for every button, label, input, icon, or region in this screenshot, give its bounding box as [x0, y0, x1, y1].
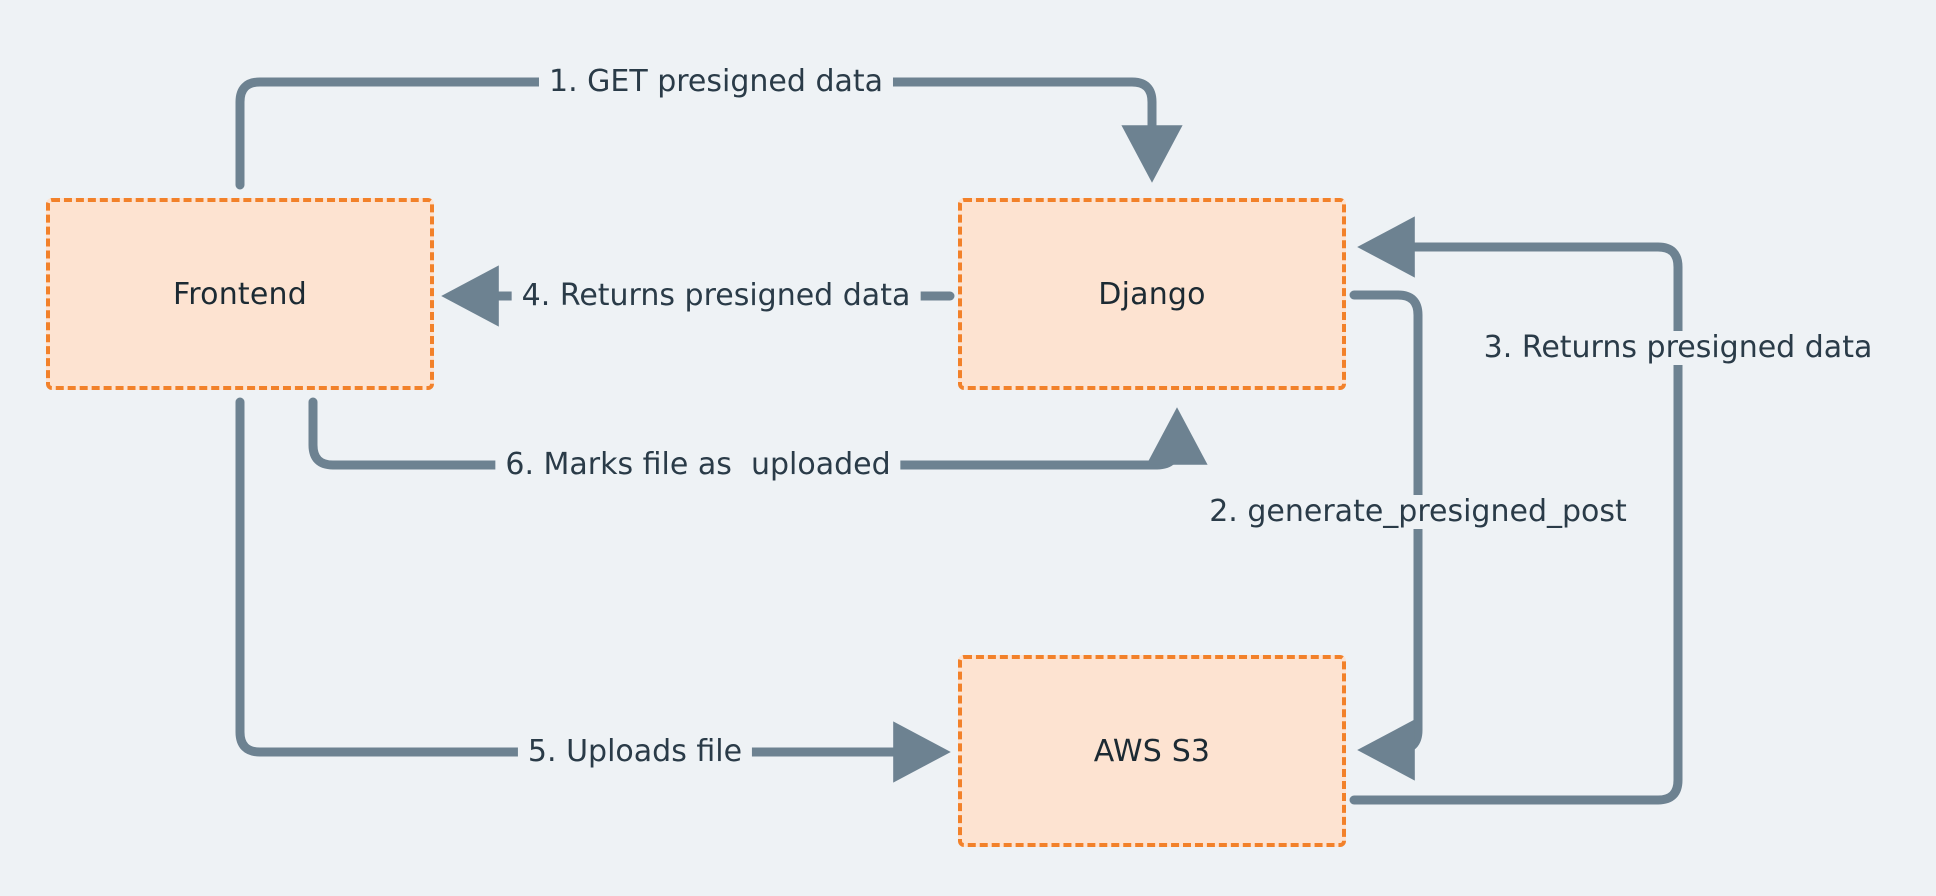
node-django-label: Django: [1098, 276, 1206, 312]
edge-label-step4: 4. Returns presigned data: [511, 279, 921, 313]
edge-label-step1: 1. GET presigned data: [538, 65, 894, 99]
edge-label-step3: 3. Returns presigned data: [1473, 331, 1883, 365]
node-aws-s3-label: AWS S3: [1093, 733, 1211, 769]
node-django[interactable]: Django: [958, 198, 1346, 390]
edge-label-step6: 6. Marks file as uploaded: [495, 448, 901, 482]
node-aws-s3[interactable]: AWS S3: [958, 655, 1346, 847]
edge-label-step2: 2. generate_presigned_post: [1199, 495, 1637, 529]
edge-label-step5: 5. Uploads file: [517, 735, 753, 769]
node-frontend-label: Frontend: [173, 276, 307, 312]
node-frontend[interactable]: Frontend: [46, 198, 434, 390]
